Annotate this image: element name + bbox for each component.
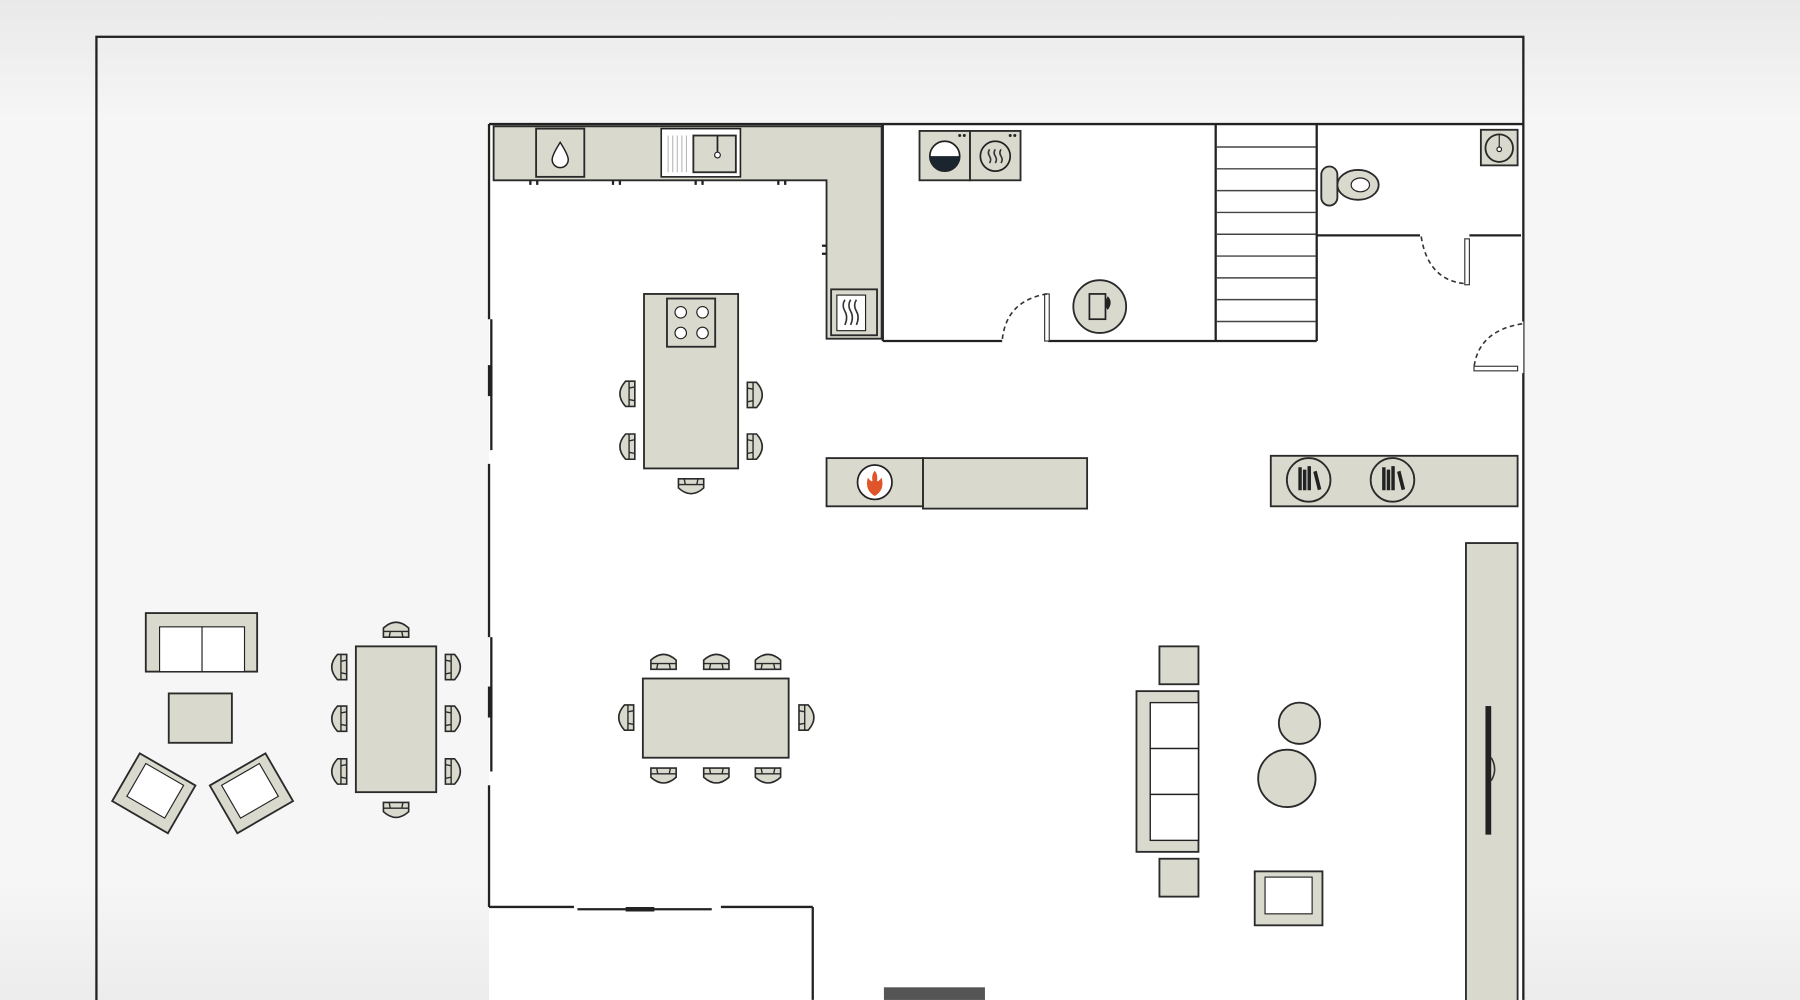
kitchen-counter — [492, 125, 883, 340]
water-drop-icon — [551, 141, 569, 169]
outdoor-armchair — [208, 752, 295, 835]
side-table — [1277, 701, 1322, 745]
fireplace-icon — [866, 470, 883, 496]
toilet — [1320, 165, 1380, 207]
chair — [444, 705, 462, 733]
chair — [746, 381, 764, 409]
chair — [677, 477, 705, 495]
chair — [650, 767, 677, 784]
chair — [650, 653, 677, 671]
oven — [830, 288, 878, 337]
chair — [754, 653, 782, 671]
outdoor-sofa — [144, 612, 259, 673]
living-area — [1135, 645, 1324, 927]
chair — [702, 653, 730, 671]
walls — [487, 122, 1525, 1000]
books-icon — [1298, 466, 1322, 491]
fridge — [535, 127, 586, 178]
fireplace — [825, 457, 1089, 510]
outdoor-table — [354, 645, 438, 794]
sofa — [1135, 690, 1200, 853]
doors — [1001, 236, 1523, 372]
chair — [702, 767, 730, 784]
chair — [330, 758, 348, 785]
kitchen-island — [643, 293, 740, 470]
chair — [754, 767, 782, 784]
books-icon — [1382, 466, 1406, 491]
tv-cabinet — [1465, 542, 1519, 1000]
outdoor-armchair — [110, 752, 197, 835]
boiler-icon — [1088, 293, 1107, 321]
ottoman — [1158, 645, 1200, 686]
chair — [619, 380, 636, 408]
sink — [660, 127, 742, 178]
cooktop-icon — [666, 297, 717, 348]
oven-icon — [842, 299, 859, 326]
washer-icon — [929, 156, 960, 172]
chair — [746, 433, 764, 461]
boiler — [1072, 279, 1128, 334]
counter-handles — [529, 180, 827, 255]
coffee-table — [1257, 748, 1317, 808]
tv — [1485, 706, 1492, 835]
washer — [918, 130, 971, 182]
ottoman — [1158, 857, 1200, 898]
armchair — [1253, 870, 1324, 927]
dryer — [969, 130, 1022, 182]
entrance-mat — [883, 987, 985, 1000]
chair — [798, 704, 815, 731]
dryer-icon — [987, 148, 1003, 164]
bookshelf — [1269, 454, 1519, 508]
chair — [444, 758, 462, 785]
chair — [382, 621, 410, 638]
washbasin — [1479, 128, 1519, 167]
terrace — [110, 612, 462, 835]
chair — [382, 801, 410, 819]
outdoor-coffee-table — [167, 692, 233, 744]
chair — [330, 653, 348, 681]
staircase — [1216, 146, 1316, 323]
chair — [330, 705, 348, 733]
chair — [619, 433, 636, 461]
dining-table — [617, 653, 815, 784]
house-floor — [489, 124, 1524, 1000]
chair — [617, 704, 635, 731]
chair — [444, 653, 462, 681]
